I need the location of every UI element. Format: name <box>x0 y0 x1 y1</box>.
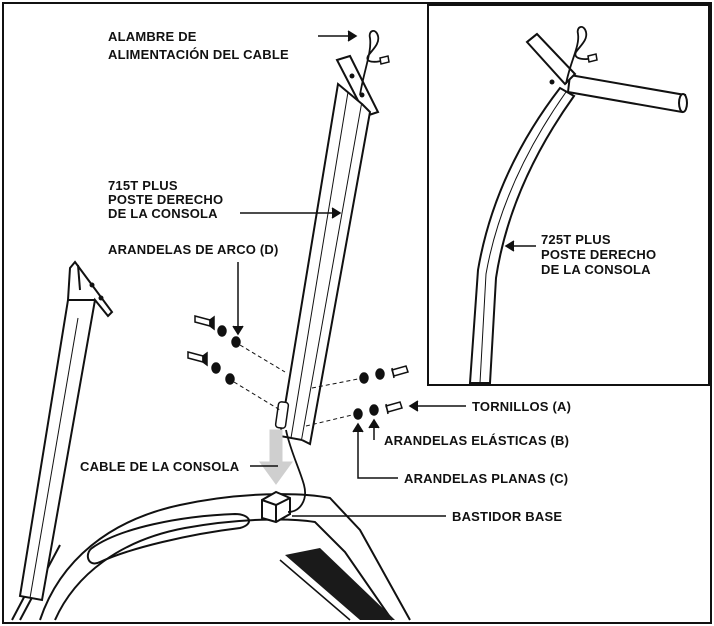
post-bottom-slot <box>274 401 290 429</box>
leader-lines <box>232 30 536 517</box>
bracket-hole <box>349 73 355 79</box>
belt-edge <box>279 559 351 621</box>
left-post-hole <box>98 295 104 301</box>
label-lock-washers: ARANDELAS ELÁSTICAS (B) <box>384 433 569 448</box>
label-arc-washers: ARANDELAS DE ARCO (D) <box>108 242 279 257</box>
label-715t-line2: POSTE DERECHO <box>108 192 223 207</box>
hardware-left-upper <box>194 315 241 348</box>
right-console-post-725t <box>468 32 688 384</box>
label-bolts: TORNILLOS (A) <box>472 399 571 414</box>
wire-plug <box>587 53 598 63</box>
hardware-right-lower <box>353 401 403 420</box>
base-frame-bracket <box>261 490 291 524</box>
wire-plug <box>379 55 390 65</box>
label-715t-line3: DE LA CONSOLA <box>108 206 218 221</box>
alignment-line <box>233 381 281 411</box>
alignment-line <box>311 378 359 389</box>
left-console-post <box>18 260 114 602</box>
console-cable <box>285 429 306 513</box>
hardware-left-lower <box>187 351 235 385</box>
label-725t-line1: 725T PLUS <box>541 232 611 247</box>
hardware-right-upper <box>359 365 409 384</box>
alignment-line <box>239 344 286 373</box>
label-725t-line2: POSTE DERECHO <box>541 247 656 262</box>
label-flat-washers: ARANDELAS PLANAS (C) <box>404 471 568 486</box>
label-console-cable: CABLE DE LA CONSOLA <box>80 459 240 474</box>
label-power-wire-line1: ALAMBRE DE <box>108 29 197 44</box>
treadmill-belt <box>285 548 395 620</box>
label-725t-line3: DE LA CONSOLA <box>541 262 651 277</box>
bracket-hole <box>549 79 555 85</box>
label-base-frame: BASTIDOR BASE <box>452 509 562 524</box>
label-715t-line1: 715T PLUS <box>108 178 178 193</box>
alignment-line <box>305 414 353 427</box>
inset-box-725t <box>427 4 710 386</box>
treadmill-base <box>11 493 411 621</box>
power-wire-715t <box>359 30 385 96</box>
insert-arrow <box>259 429 293 485</box>
right-console-post-715t <box>278 54 380 446</box>
left-post-hole <box>89 282 95 288</box>
power-wire-725t <box>565 26 593 85</box>
label-power-wire-line2: ALIMENTACIÓN DEL CABLE <box>108 47 289 62</box>
